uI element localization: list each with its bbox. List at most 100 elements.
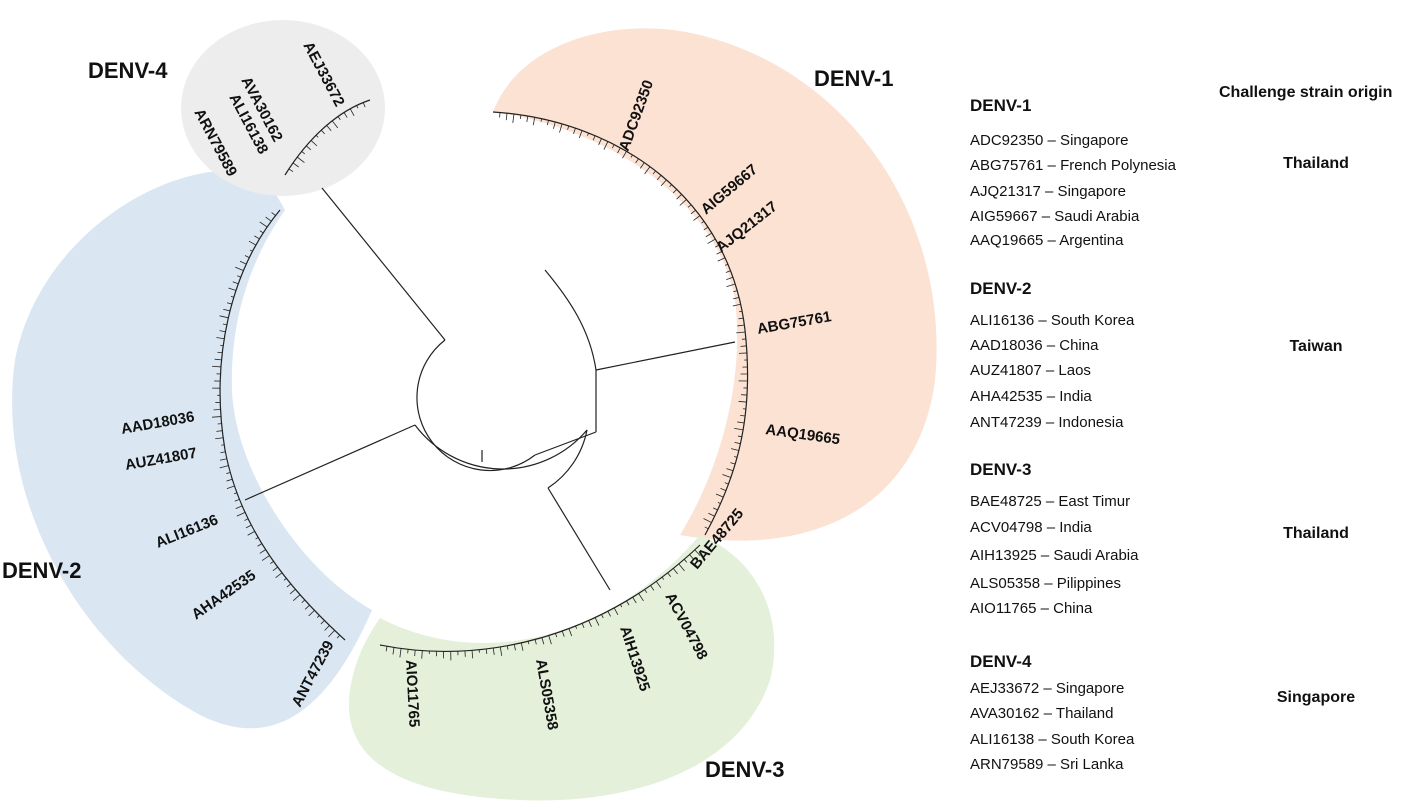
- tree-tip: [308, 610, 315, 617]
- origin-denv3: Thailand: [1283, 525, 1349, 542]
- tree-tip: [292, 594, 301, 601]
- tree-tip: [239, 260, 247, 265]
- tree-tip: [283, 578, 287, 581]
- tree-tip: [644, 166, 651, 175]
- tree-tip: [328, 630, 335, 638]
- legend-strain: AIG59667 – Saudi Arabia: [970, 208, 1140, 225]
- tree-tip: [737, 324, 745, 327]
- legend-strain: ALI16136 – South Korea: [970, 312, 1135, 329]
- legend-strain: AIH13925 – Saudi Arabia: [970, 547, 1139, 564]
- tree-tip: [587, 132, 589, 136]
- tree-tip: [392, 647, 395, 655]
- tree-tip: [598, 138, 602, 146]
- tree-tip: [289, 589, 296, 595]
- tree-tip: [724, 482, 729, 485]
- origin-denv1: Thailand: [1283, 155, 1349, 172]
- tree-tip: [725, 270, 731, 273]
- tree-tip: [726, 283, 736, 288]
- tree-tip: [214, 358, 222, 361]
- branch-denv3-arc: [547, 429, 588, 489]
- tree-tip: [236, 275, 242, 278]
- legend-strain: ANT47239 – Indonesia: [970, 414, 1124, 431]
- tree-tip: [349, 108, 355, 116]
- tree-tip: [613, 607, 619, 616]
- denv4-title: DENV-4: [88, 58, 168, 83]
- tree-tip: [292, 162, 299, 168]
- legend-strain: BAE48725 – East Timur: [970, 493, 1131, 510]
- legend-strain: AVA30162 – Thailand: [970, 705, 1114, 722]
- legend-title-denv1: DENV-1: [970, 96, 1032, 115]
- tree-tip: [724, 263, 729, 266]
- branch-denv3: [547, 487, 611, 591]
- tree-tip: [336, 634, 341, 639]
- tree-tip: [703, 226, 709, 231]
- tree-tip: [626, 600, 630, 606]
- tree-tip: [233, 492, 237, 495]
- legend-strain: AUZ41807 – Laos: [970, 362, 1091, 379]
- tree-tip: [261, 555, 270, 561]
- tree-tip: [513, 644, 516, 651]
- legend-strain: AAD18036 – China: [970, 337, 1099, 354]
- tree-tip: [712, 507, 718, 511]
- origin-denv4: Singapore: [1276, 689, 1356, 706]
- tree-tip: [320, 620, 325, 625]
- tree-tip: [693, 215, 701, 221]
- tree-tip: [230, 296, 234, 298]
- tree-tip: [716, 251, 723, 255]
- tree-tip: [310, 140, 318, 147]
- tree-tip: [255, 537, 259, 540]
- tree-tip: [259, 230, 264, 234]
- tree-tip: [738, 401, 747, 403]
- tree-tip: [669, 184, 672, 187]
- tree-tip: [690, 209, 696, 215]
- tree-tip: [717, 257, 726, 262]
- legend-strain: ACV04798 – India: [970, 519, 1092, 536]
- tree-tip: [270, 561, 274, 565]
- tree-tip: [540, 118, 543, 122]
- tree-tip: [421, 650, 423, 659]
- tree-tip: [534, 639, 537, 645]
- tree-tip: [567, 125, 570, 130]
- tree-tip: [226, 302, 232, 305]
- branch-denv1-b: [544, 269, 597, 371]
- denv1-title: DENV-1: [814, 66, 893, 91]
- tree-tip: [320, 129, 325, 135]
- tree-tip: [707, 238, 716, 244]
- tree-tip: [638, 593, 644, 602]
- denv1-clade-arc: [492, 111, 749, 536]
- tree-tip: [215, 437, 224, 440]
- tree-tip: [244, 255, 250, 259]
- tree-tip: [362, 102, 366, 108]
- tree-tip: [471, 650, 474, 659]
- tree-tip: [216, 430, 223, 432]
- tree-tip: [622, 151, 627, 159]
- tree-tip: [701, 221, 705, 224]
- legend-strain: ALS05358 – Pilippines: [970, 575, 1121, 592]
- tree-tip: [234, 498, 240, 502]
- tree-tip: [730, 448, 739, 451]
- tree-tip: [306, 145, 312, 151]
- denv2-region: [12, 170, 372, 729]
- legend-strain: ALI16138 – South Korea: [970, 731, 1135, 748]
- tree-tip: [212, 365, 222, 368]
- legend-strain: ABG75761 – French Polynesia: [970, 157, 1176, 174]
- tree-tip: [541, 637, 545, 645]
- legend-strain: AJQ21317 – Singapore: [970, 183, 1126, 200]
- tree-tip: [220, 451, 226, 454]
- tree-tip: [337, 116, 341, 121]
- tree-tip: [219, 330, 226, 333]
- tree-tip: [249, 249, 253, 252]
- tree-tip: [619, 604, 623, 608]
- tree-tip: [265, 216, 272, 222]
- tree-tip: [575, 625, 578, 629]
- tree-tip: [222, 323, 227, 326]
- legend-strain: ADC92350 – Singapore: [970, 132, 1129, 149]
- tree-tip: [399, 648, 402, 658]
- tree-tip: [679, 199, 687, 206]
- legend-strain: AAQ19665 – Argentina: [970, 232, 1124, 249]
- tree-tip: [704, 526, 709, 530]
- tree-tip: [244, 518, 249, 521]
- tree-tip: [667, 572, 672, 578]
- tree-tip: [235, 505, 243, 510]
